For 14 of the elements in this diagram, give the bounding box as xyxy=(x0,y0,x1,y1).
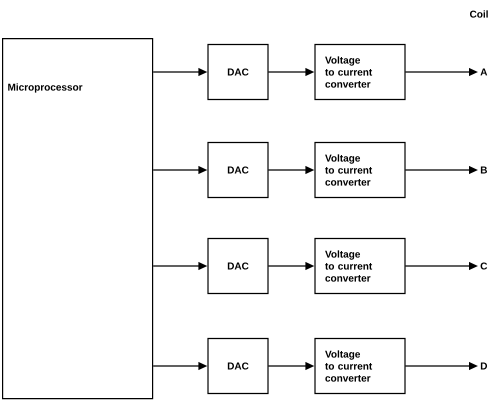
converter-box: DAC xyxy=(207,44,269,100)
column-heading: Coil xyxy=(470,10,488,18)
converter-box: DAC xyxy=(207,142,269,198)
converter-box: DAC xyxy=(207,338,269,394)
coil-terminal: B xyxy=(480,166,487,174)
converter-box: DAC xyxy=(207,238,269,294)
converter-box: Voltage to current converter xyxy=(314,44,406,100)
coil-terminal: A xyxy=(480,68,488,76)
coil-terminal: C xyxy=(480,262,488,270)
converter-box: Voltage to current converter xyxy=(314,238,406,294)
converter-box: Voltage to current converter xyxy=(314,142,406,198)
converter-box: Voltage to current converter xyxy=(314,338,406,394)
coil-terminal: D xyxy=(480,362,487,370)
process-box: Microprocessor xyxy=(2,38,154,400)
